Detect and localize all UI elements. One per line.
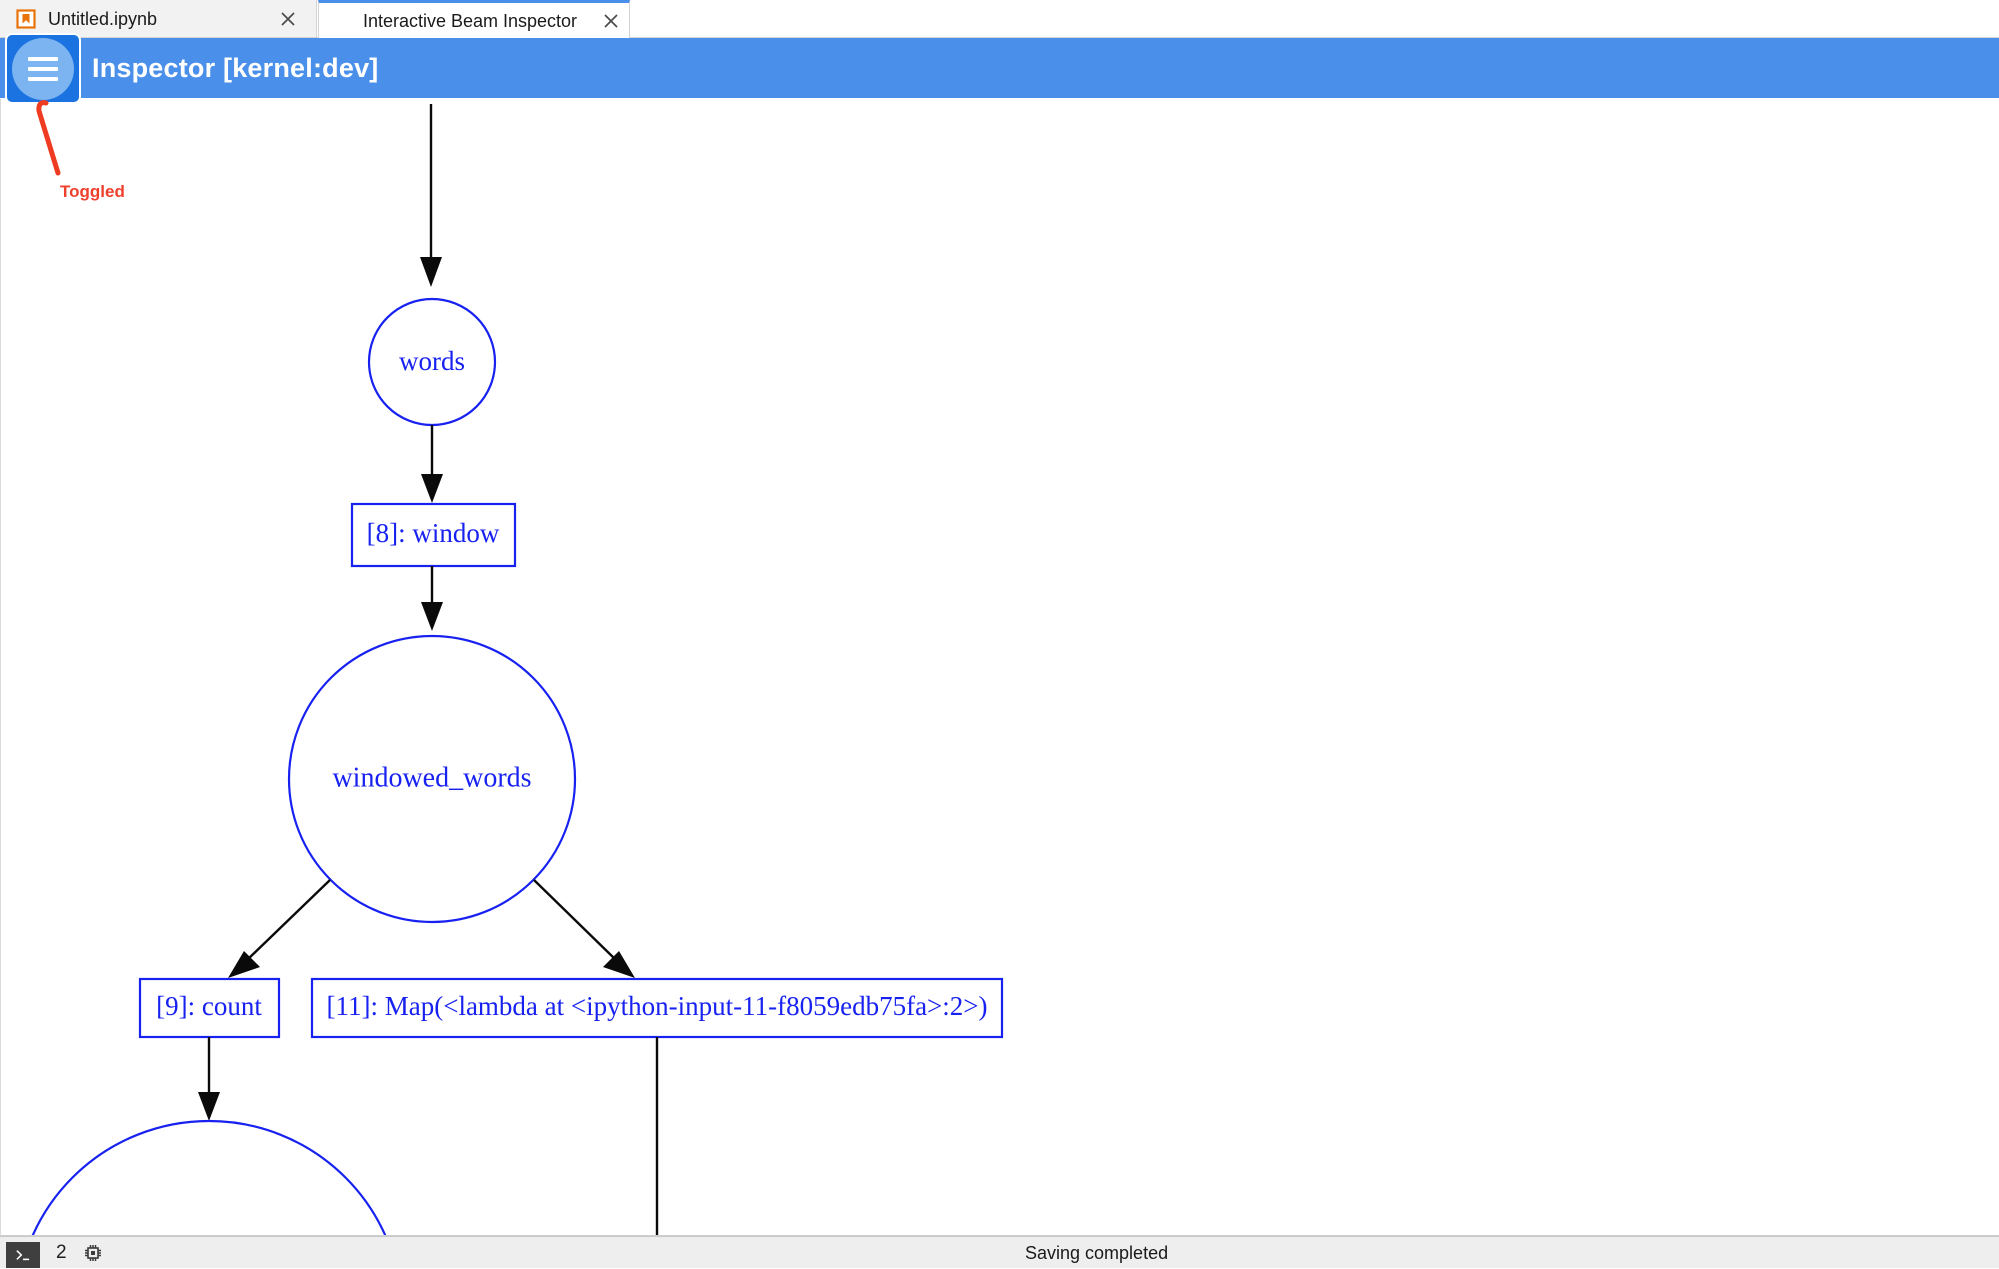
graph-node-label: words xyxy=(399,346,465,376)
notebook-icon xyxy=(16,8,36,29)
graph-node-map[interactable]: [11]: Map(<lambda at <ipython-input-11-f… xyxy=(310,977,1004,1039)
graph-node-label: [8]: window xyxy=(367,518,500,548)
hamburger-line xyxy=(28,66,58,71)
tab-label: Interactive Beam Inspector xyxy=(362,10,578,31)
graph-edge-window-windowedwords xyxy=(421,566,443,631)
hamburger-line xyxy=(28,56,58,61)
tab-bar: Untitled.ipynb Interactive Beam Inspecto… xyxy=(0,0,1999,38)
hamburger-menu-button[interactable] xyxy=(7,35,79,102)
status-bar: 2 Saving completed xyxy=(0,1236,1999,1268)
terminal-glyph xyxy=(16,1250,30,1261)
beam-pipeline-graph-panel[interactable]: words [8]: window windowed_words xyxy=(0,99,1999,1236)
graph-node-label: [9]: count xyxy=(156,991,262,1021)
status-bar-left-group: 2 xyxy=(0,1237,103,1269)
graph-edge-words-window xyxy=(421,425,443,503)
graph-edge-windowedwords-map xyxy=(533,879,635,978)
graph-node-words[interactable]: words xyxy=(367,297,497,427)
tab-label: Untitled.ipynb xyxy=(48,8,158,29)
annotation-label: Toggled xyxy=(60,182,125,201)
tab-interactive-beam-inspector[interactable]: Interactive Beam Inspector xyxy=(318,0,630,38)
tab-untitled-ipynb[interactable]: Untitled.ipynb xyxy=(0,0,317,38)
status-message: Saving completed xyxy=(1025,1243,1169,1263)
kernel-count-label: 2 xyxy=(56,1242,67,1263)
graph-node-count[interactable]: [9]: count xyxy=(138,977,281,1039)
pipeline-graph: words [8]: window windowed_words xyxy=(16,104,1004,1236)
graph-edge-count-windowedwordcounts xyxy=(198,1037,220,1121)
graph-node-label: [11]: Map(<lambda at <ipython-input-11-f… xyxy=(327,991,988,1021)
graph-node-window[interactable]: [8]: window xyxy=(350,502,517,568)
graph-edge-to-words xyxy=(420,104,442,287)
close-icon[interactable] xyxy=(278,9,298,29)
graph-edge-windowedwords-count xyxy=(228,879,331,978)
inspector-header-bar xyxy=(0,38,1999,98)
page-title: Inspector [kernel:dev] xyxy=(92,53,379,83)
graph-node-windowed-word-counts[interactable]: windowed_word_counts xyxy=(16,1119,402,1236)
terminal-icon[interactable] xyxy=(6,1242,40,1268)
close-icon[interactable] xyxy=(601,11,621,31)
graph-node-label: windowed_words xyxy=(332,762,531,793)
graph-edge-map-unnamed xyxy=(655,1037,659,1235)
memory-chip-icon[interactable] xyxy=(83,1243,103,1263)
hamburger-line xyxy=(28,76,58,81)
hamburger-menu-icon xyxy=(12,37,74,100)
graph-node-windowed-words[interactable]: windowed_words xyxy=(287,634,577,924)
